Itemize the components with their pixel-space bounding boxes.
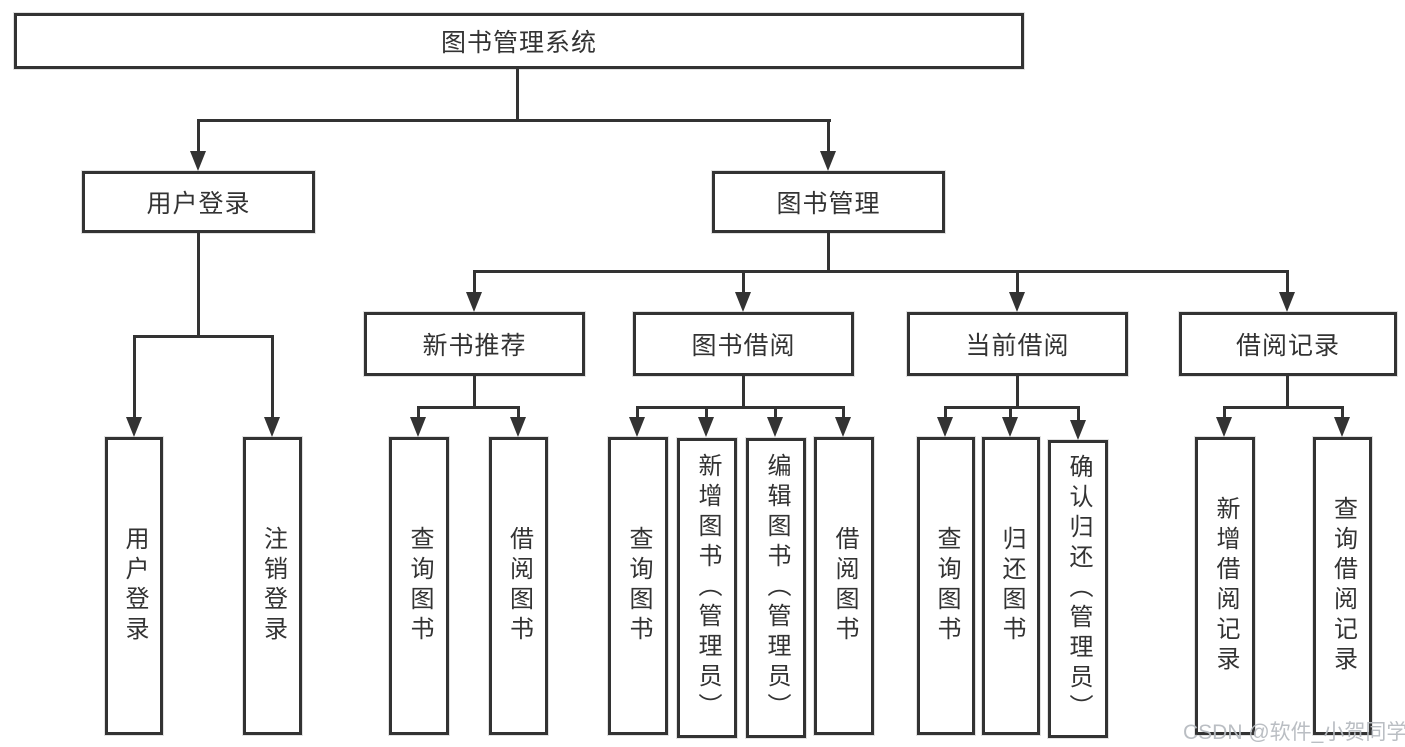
leaf-borrow-query-books-label: 查询图书 — [625, 526, 652, 646]
connector-root-bar — [197, 119, 831, 122]
connector-borrow-leaf4 — [842, 406, 845, 417]
leaf-current-query-books: 查询图书 — [917, 437, 975, 735]
connector-current-bar — [944, 406, 1080, 409]
node-new-book-rec: 新书推荐 — [364, 312, 585, 376]
arrowhead-records-leaf1-icon — [1216, 417, 1232, 437]
connector-borrow-leaf2 — [705, 406, 708, 417]
node-current-borrow: 当前借阅 — [907, 312, 1128, 376]
connector-current-stem — [1016, 376, 1019, 409]
connector-to-current — [1016, 270, 1019, 293]
arrowhead-current-icon — [1009, 292, 1025, 312]
leaf-edit-books-admin-label: 编辑图书（管理员） — [763, 453, 790, 723]
leaf-rec-query-books-label: 查询图书 — [406, 526, 433, 646]
node-borrow-records-label: 借阅记录 — [1235, 332, 1340, 360]
connector-borrow-leaf3 — [774, 406, 777, 417]
connector-rec-leaf1 — [417, 406, 420, 417]
connector-to-login — [197, 119, 200, 152]
node-user-login-branch-label: 用户登录 — [146, 190, 251, 218]
node-root: 图书管理系统 — [14, 13, 1024, 69]
leaf-user-login: 用户登录 — [105, 437, 163, 735]
leaf-rec-borrow-books: 借阅图书 — [489, 437, 548, 735]
connector-mgmt-bar — [473, 270, 1289, 273]
arrowhead-borrow-leaf2-icon — [698, 417, 714, 437]
leaf-return-books: 归还图书 — [982, 437, 1040, 735]
connector-current-leaf3 — [1077, 406, 1080, 420]
arrowhead-current-leaf1-icon — [937, 417, 953, 437]
leaf-current-query-books-label: 查询图书 — [933, 526, 960, 646]
leaf-rec-query-books: 查询图书 — [389, 437, 449, 735]
connector-rec-stem — [473, 376, 476, 409]
node-user-login-branch: 用户登录 — [82, 171, 315, 233]
leaf-add-books-admin-label: 新增图书（管理员） — [694, 453, 721, 723]
connector-to-rec — [473, 270, 476, 293]
leaf-logout: 注销登录 — [243, 437, 302, 735]
leaf-logout-label: 注销登录 — [259, 526, 287, 646]
leaf-user-login-label: 用户登录 — [121, 526, 148, 646]
arrowhead-borrow-leaf4-icon — [835, 417, 851, 437]
leaf-add-borrow-record: 新增借阅记录 — [1195, 437, 1255, 735]
node-new-book-rec-label: 新书推荐 — [422, 332, 527, 360]
arrowhead-rec-leaf1-icon — [410, 417, 426, 437]
leaf-rec-borrow-books-label: 借阅图书 — [505, 526, 533, 646]
node-book-mgmt-branch-label: 图书管理 — [776, 190, 881, 218]
node-book-borrow-label: 图书借阅 — [691, 332, 796, 360]
arrowhead-current-leaf3-icon — [1070, 420, 1086, 440]
node-borrow-records: 借阅记录 — [1179, 312, 1397, 376]
connector-records-leaf1 — [1223, 406, 1226, 417]
connector-login-stem — [197, 233, 200, 337]
connector-records-leaf2 — [1341, 406, 1344, 417]
arrowhead-borrow-icon — [735, 292, 751, 312]
connector-mgmt-stem — [827, 233, 830, 271]
leaf-add-borrow-record-label: 新增借阅记录 — [1212, 496, 1239, 676]
arrowhead-to-login-icon — [190, 151, 206, 171]
connector-rec-leaf2 — [517, 406, 520, 417]
connector-to-mgmt — [827, 119, 830, 152]
connector-borrow-bar — [636, 406, 845, 409]
arrowhead-records-icon — [1279, 292, 1295, 312]
connector-current-leaf1 — [944, 406, 947, 417]
leaf-return-books-label: 归还图书 — [998, 526, 1025, 646]
leaf-query-borrow-record: 查询借阅记录 — [1313, 437, 1372, 735]
connector-current-leaf2 — [1009, 406, 1012, 417]
leaf-confirm-return-admin: 确认归还（管理员） — [1048, 440, 1108, 738]
connector-to-login-leaf — [133, 335, 136, 417]
leaf-borrow-books-label: 借阅图书 — [831, 526, 858, 646]
arrowhead-to-mgmt-icon — [820, 151, 836, 171]
connector-to-logout-leaf — [271, 335, 274, 417]
node-book-borrow: 图书借阅 — [633, 312, 854, 376]
csdn-watermark: CSDN @软件_小贺同学 — [1183, 721, 1405, 744]
leaf-borrow-query-books: 查询图书 — [608, 437, 668, 735]
arrowhead-logout-leaf-icon — [264, 417, 280, 437]
arrowhead-rec-icon — [466, 292, 482, 312]
connector-records-bar — [1223, 406, 1343, 409]
arrowhead-borrow-leaf3-icon — [767, 417, 783, 437]
arrowhead-rec-leaf2-icon — [510, 417, 526, 437]
connector-login-bar — [133, 335, 274, 338]
arrowhead-records-leaf2-icon — [1334, 417, 1350, 437]
connector-to-records — [1286, 270, 1289, 293]
leaf-confirm-return-admin-label: 确认归还（管理员） — [1065, 454, 1092, 724]
node-book-mgmt-branch: 图书管理 — [712, 171, 945, 233]
arrowhead-login-leaf-icon — [126, 417, 142, 437]
node-current-borrow-label: 当前借阅 — [965, 332, 1070, 360]
leaf-edit-books-admin: 编辑图书（管理员） — [746, 438, 806, 738]
connector-root-stem — [516, 68, 519, 122]
connector-to-borrow — [742, 270, 745, 293]
connector-borrow-stem — [742, 376, 745, 409]
connector-rec-bar — [417, 406, 520, 409]
leaf-borrow-books: 借阅图书 — [814, 437, 874, 735]
node-root-label: 图书管理系统 — [440, 29, 597, 57]
connector-records-stem — [1286, 376, 1289, 409]
arrowhead-borrow-leaf1-icon — [629, 417, 645, 437]
arrowhead-current-leaf2-icon — [1002, 417, 1018, 437]
connector-borrow-leaf1 — [636, 406, 639, 417]
leaf-query-borrow-record-label: 查询借阅记录 — [1329, 496, 1357, 676]
leaf-add-books-admin: 新增图书（管理员） — [677, 438, 737, 738]
